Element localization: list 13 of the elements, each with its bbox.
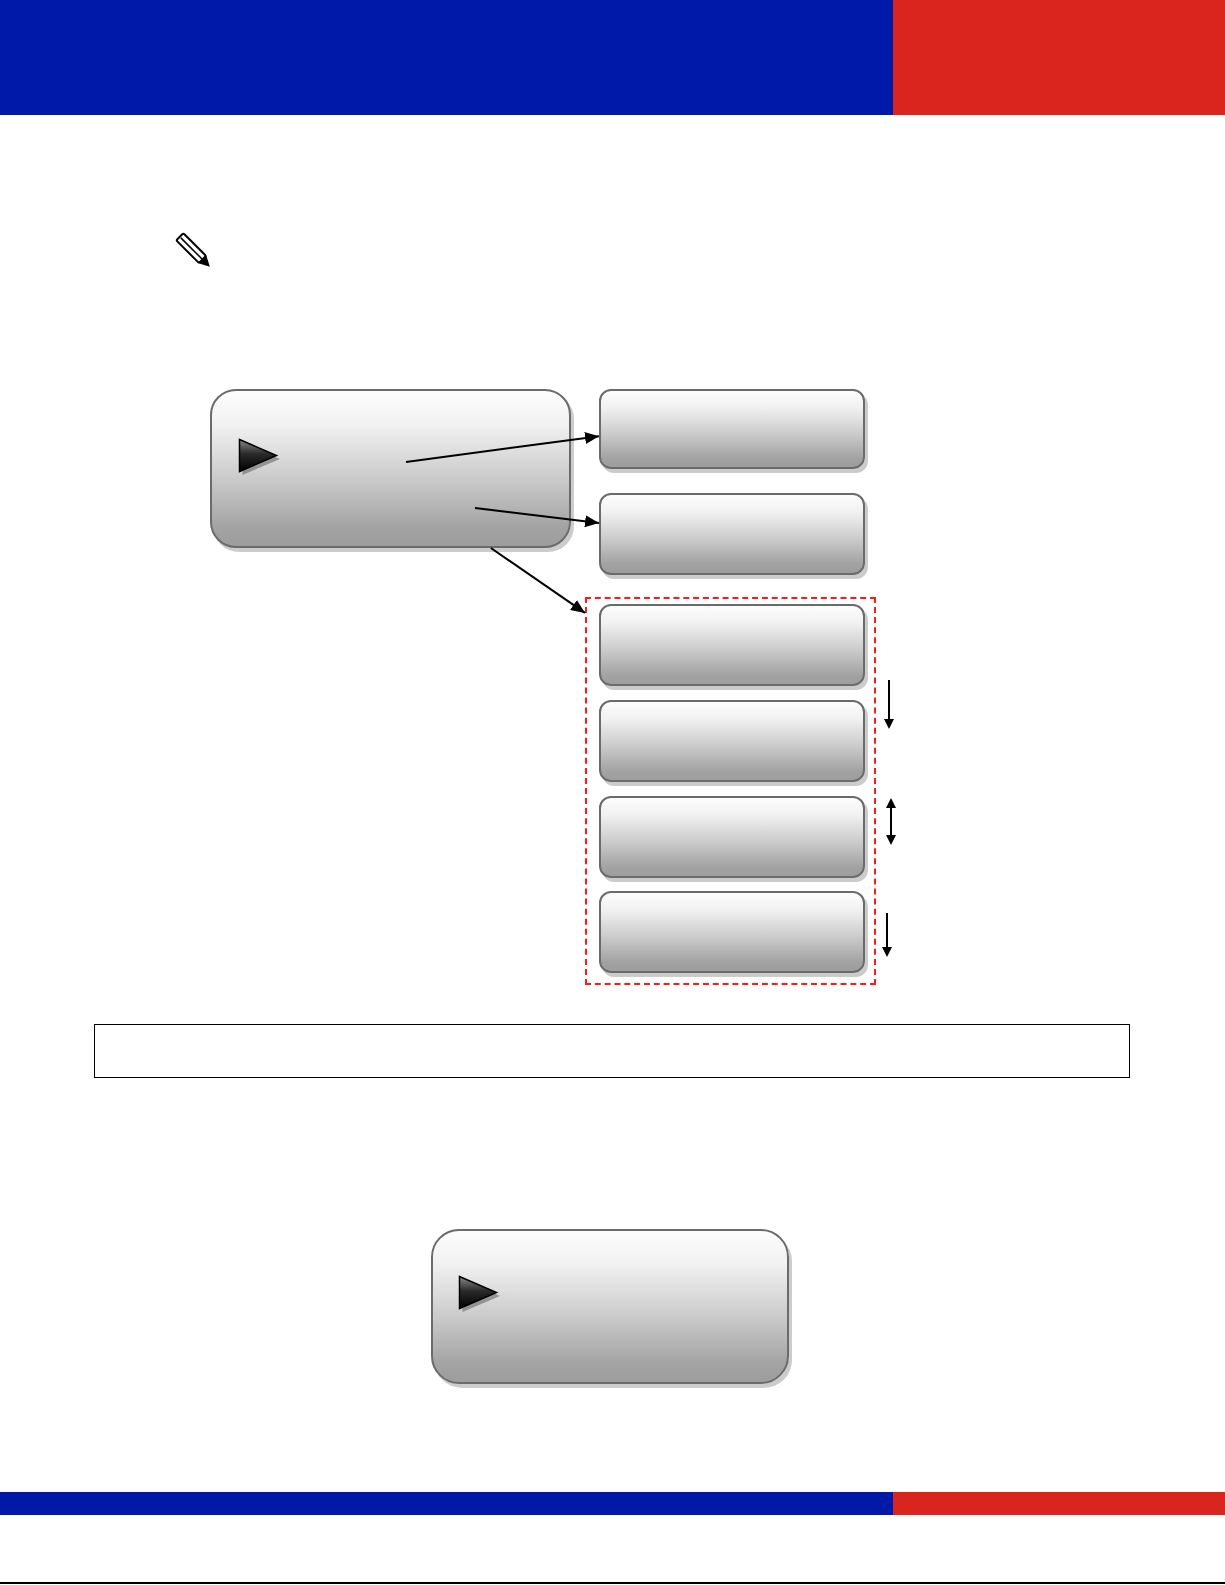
arrow [405, 432, 600, 463]
rounded-box [599, 891, 865, 973]
rounded-box [599, 389, 865, 469]
rounded-box [599, 796, 865, 878]
rounded-box [210, 389, 571, 548]
dashed-frame [585, 597, 876, 985]
rounded-box [431, 1229, 789, 1384]
arrow [473, 506, 600, 528]
rounded-box [599, 700, 865, 782]
outlined-box [94, 1024, 1130, 1078]
arrow [489, 547, 586, 614]
rounded-box [599, 493, 865, 575]
rounded-box [599, 604, 865, 686]
